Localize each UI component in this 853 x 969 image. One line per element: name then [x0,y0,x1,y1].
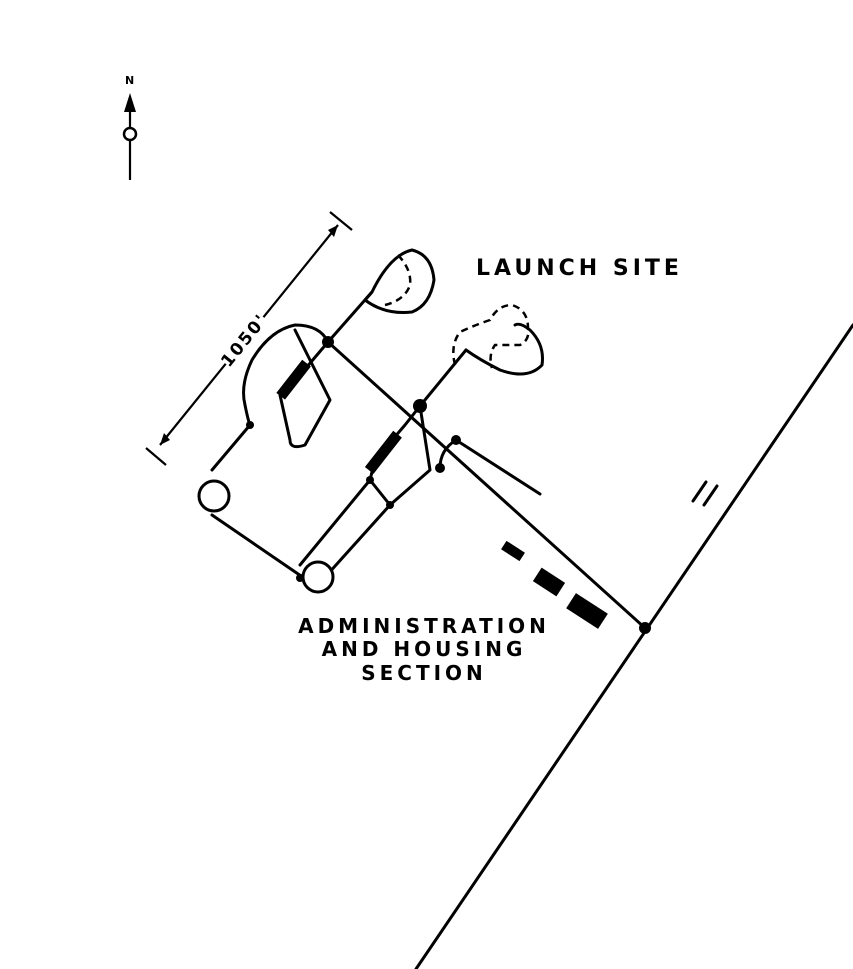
highway [414,323,853,969]
admin-label-line-2: AND HOUSING [322,637,527,661]
admin-label-line-1: ADMINISTRATION [298,614,550,638]
launch-pad-2 [452,303,544,376]
junction-nodes [246,336,651,634]
launch-pad-1 [363,248,436,314]
buildings [276,359,608,629]
dimension-line: 1050' [145,211,353,466]
highway-marker [691,480,719,507]
admin-label-line-3: SECTION [361,661,487,685]
north-label: N [125,74,134,87]
launch-loop-1 [242,323,330,427]
turnaround-circles [197,479,335,594]
launch-site-label: LAUNCH SITE [476,256,683,281]
north-arrow-icon: N [122,74,138,180]
admin-housing-label: ADMINISTRATION AND HOUSING SECTION [298,614,550,685]
